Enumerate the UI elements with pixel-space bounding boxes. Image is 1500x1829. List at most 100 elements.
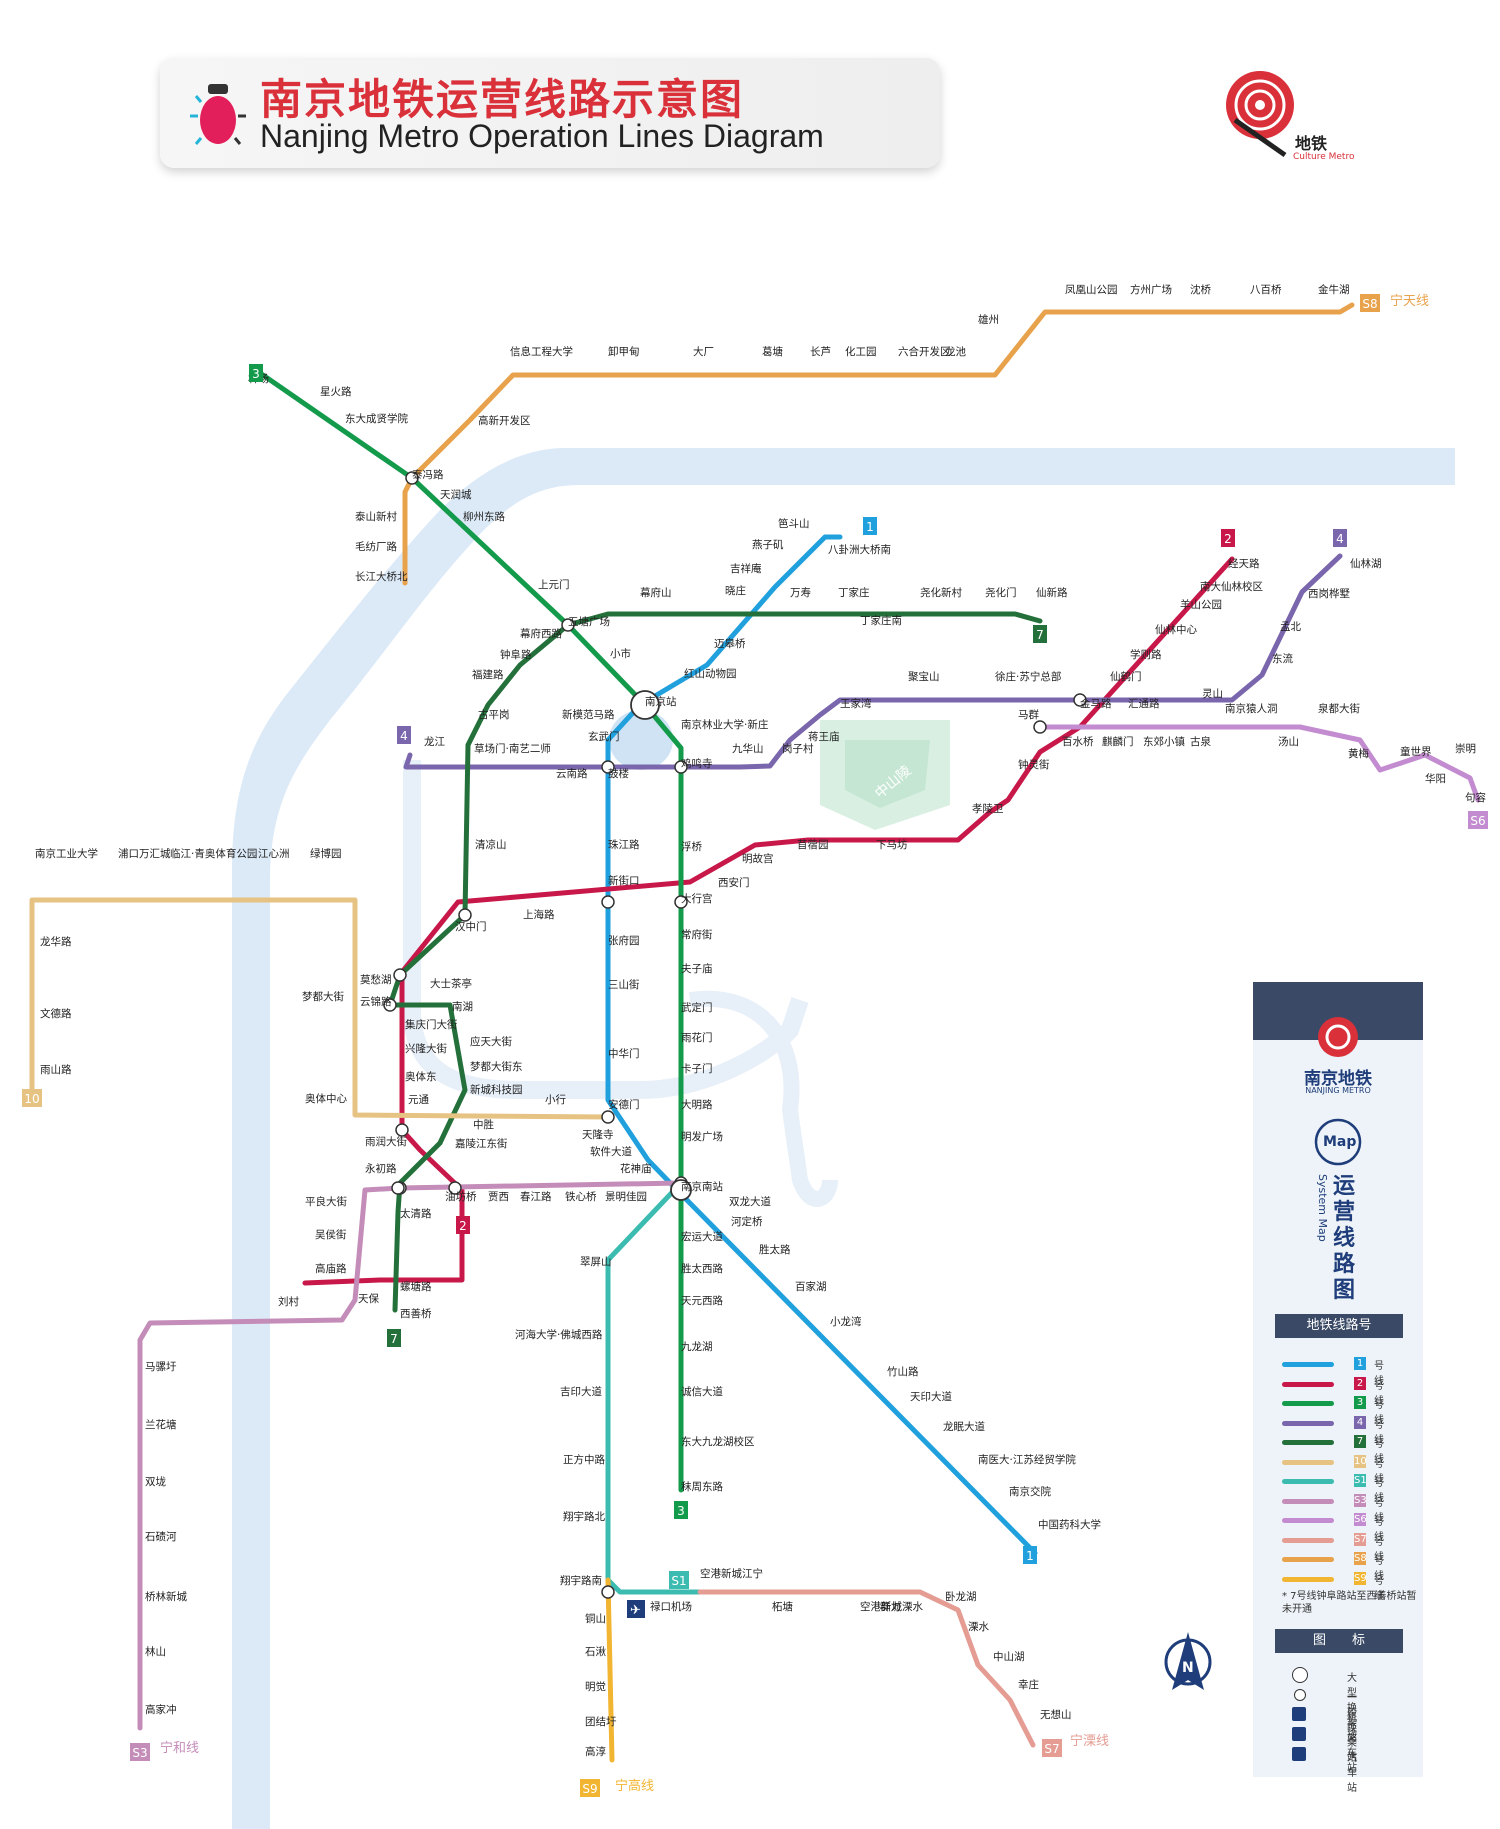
station-label[interactable]: 汤山 xyxy=(1278,735,1299,748)
station-label[interactable]: 天保 xyxy=(358,1292,379,1305)
station-label[interactable]: 河海大学·佛城西路 xyxy=(515,1328,603,1341)
interchange-marker[interactable] xyxy=(393,968,407,982)
station-label[interactable]: 小行 xyxy=(545,1093,566,1106)
line-badge-3[interactable]: 3 xyxy=(249,364,263,382)
station-label[interactable]: 清凉山 xyxy=(475,838,507,851)
station-label[interactable]: 金牛湖 xyxy=(1318,283,1350,296)
line-badge-s6[interactable]: S6 xyxy=(1468,811,1488,829)
interchange-marker[interactable] xyxy=(601,760,615,774)
station-label[interactable]: 南京交院 xyxy=(1009,1485,1051,1498)
station-label[interactable]: 元通 xyxy=(408,1094,429,1106)
station-label[interactable]: 燕子矶 xyxy=(752,539,784,551)
station-label[interactable]: 柘塘 xyxy=(772,1600,793,1613)
station-label[interactable]: 上元门 xyxy=(538,578,570,591)
line-badge-4[interactable]: 4 xyxy=(397,726,411,744)
station-label[interactable]: 河定桥 xyxy=(731,1215,763,1228)
station-label[interactable]: 油坊桥 xyxy=(445,1190,477,1203)
station-label[interactable]: 九龙湖 xyxy=(681,1340,713,1353)
station-label[interactable]: 卧龙湖 xyxy=(945,1590,977,1603)
station-label[interactable]: 古泉 xyxy=(1190,735,1212,748)
station-label[interactable]: 平良大街 xyxy=(305,1195,347,1208)
station-label[interactable]: 岗子村 xyxy=(782,742,814,755)
station-label[interactable]: 双龙大道 xyxy=(729,1195,771,1208)
station-label[interactable]: 天印大道 xyxy=(910,1390,952,1403)
line-badge-s3[interactable]: S3 xyxy=(130,1743,150,1761)
station-label[interactable]: 华阳 xyxy=(1425,772,1446,785)
station-label[interactable]: 文德路 xyxy=(40,1007,72,1020)
station-label[interactable]: 百家湖 xyxy=(795,1280,827,1293)
station-label[interactable]: 长芦 xyxy=(810,346,831,358)
station-label[interactable]: 信息工程大学 xyxy=(510,345,573,358)
station-label[interactable]: 太清路 xyxy=(400,1207,432,1220)
station-label[interactable]: 兰花塘 xyxy=(145,1418,177,1431)
station-label[interactable]: 东大九龙湖校区 xyxy=(681,1435,755,1448)
station-label[interactable]: 仙林湖 xyxy=(1350,557,1382,570)
station-label[interactable]: 秣周东路 xyxy=(681,1480,723,1493)
station-label[interactable]: 吴侯街 xyxy=(315,1228,347,1241)
station-label[interactable]: 中国药科大学 xyxy=(1038,1518,1101,1531)
station-label[interactable]: 南京南站 xyxy=(681,1180,723,1193)
station-label[interactable]: 铁心桥 xyxy=(565,1190,597,1203)
station-label[interactable]: 夫子庙 xyxy=(681,962,713,975)
station-label[interactable]: 翠屏山 xyxy=(580,1256,612,1268)
station-label[interactable]: 奥体东 xyxy=(405,1070,437,1083)
station-label[interactable]: 孟北 xyxy=(1280,621,1302,633)
station-label[interactable]: 小市 xyxy=(610,647,631,660)
station-label[interactable]: 新街口 xyxy=(608,874,640,887)
station-label[interactable]: 五塘广场 xyxy=(568,615,610,628)
station-label[interactable]: 鼓楼 xyxy=(608,767,629,780)
station-label[interactable]: 大明路 xyxy=(681,1098,713,1111)
station-label[interactable]: 泰冯路 xyxy=(412,468,444,481)
line-badge-s1[interactable]: S1 xyxy=(669,1571,689,1589)
station-label[interactable]: 新模范马路 xyxy=(562,708,615,721)
station-label[interactable]: 高家冲 xyxy=(145,1703,177,1716)
station-label[interactable]: 蒋王庙 xyxy=(808,730,840,743)
station-label[interactable]: 东郊小镇 xyxy=(1143,735,1185,748)
station-label[interactable]: 丁家庄 xyxy=(838,586,870,599)
line-badge-1[interactable]: 1 xyxy=(1023,1546,1037,1564)
station-label[interactable]: 学则路 xyxy=(1130,648,1162,661)
station-label[interactable]: 明故宫 xyxy=(742,852,774,865)
station-label[interactable]: 丁家庄南 xyxy=(860,614,902,627)
station-label[interactable]: 西岗桦墅 xyxy=(1308,587,1350,600)
station-label[interactable]: 天元西路 xyxy=(681,1294,723,1307)
station-label[interactable]: 马群 xyxy=(1018,708,1040,721)
station-label[interactable]: 沈桥 xyxy=(1190,283,1212,296)
station-label[interactable]: 南京林业大学·新庄 xyxy=(681,718,768,731)
interchange-marker[interactable] xyxy=(674,895,688,909)
station-label[interactable]: 正方中路 xyxy=(563,1453,605,1466)
station-label[interactable]: 花神庙 xyxy=(620,1162,652,1175)
station-label[interactable]: 应天大街 xyxy=(470,1035,512,1048)
station-label[interactable]: 雨花门 xyxy=(681,1031,713,1044)
station-label[interactable]: 石碛河 xyxy=(145,1531,177,1543)
line-badge-2[interactable]: 2 xyxy=(1221,529,1235,547)
station-label[interactable]: 景明佳园 xyxy=(605,1190,647,1203)
interchange-marker[interactable] xyxy=(601,895,615,909)
station-label[interactable]: 柳州东路 xyxy=(463,510,505,523)
station-label[interactable]: 云南路 xyxy=(556,767,588,780)
station-label[interactable]: 鸡鸣寺 xyxy=(681,757,713,770)
station-label[interactable]: 三山街 xyxy=(608,978,640,991)
station-label[interactable]: 汇通路 xyxy=(1128,697,1160,710)
station-label[interactable]: 下马坊 xyxy=(876,838,908,851)
station-label[interactable]: 泰山新村 xyxy=(355,510,397,523)
station-label[interactable]: 双垅 xyxy=(145,1475,166,1488)
station-label[interactable]: 方州广场 xyxy=(1130,283,1172,296)
station-label[interactable]: 泉都大街 xyxy=(1318,702,1360,715)
station-label[interactable]: 尧化新村 xyxy=(920,586,962,599)
station-label[interactable]: 九华山 xyxy=(732,742,764,755)
station-label[interactable]: 永初路 xyxy=(365,1162,397,1175)
station-label[interactable]: 高庙路 xyxy=(315,1262,347,1275)
station-label[interactable]: 新城科技园 xyxy=(470,1083,523,1096)
station-label[interactable]: 草场门·南艺二师 xyxy=(474,742,551,755)
station-label[interactable]: 空港新城溧水 xyxy=(860,1600,923,1613)
interchange-marker[interactable] xyxy=(1033,720,1047,734)
station-label[interactable]: 梦都大街东 xyxy=(470,1060,523,1073)
station-label[interactable]: 集庆门大街 xyxy=(405,1018,458,1031)
station-label[interactable]: 吉印大道 xyxy=(560,1385,602,1398)
line-badge-s7[interactable]: S7 xyxy=(1042,1739,1062,1757)
station-label[interactable]: 大士茶亭 xyxy=(430,977,472,990)
station-label[interactable]: 春江路 xyxy=(520,1190,552,1203)
interchange-marker[interactable] xyxy=(391,1181,405,1195)
station-label[interactable]: 六合开发区 xyxy=(898,345,951,358)
